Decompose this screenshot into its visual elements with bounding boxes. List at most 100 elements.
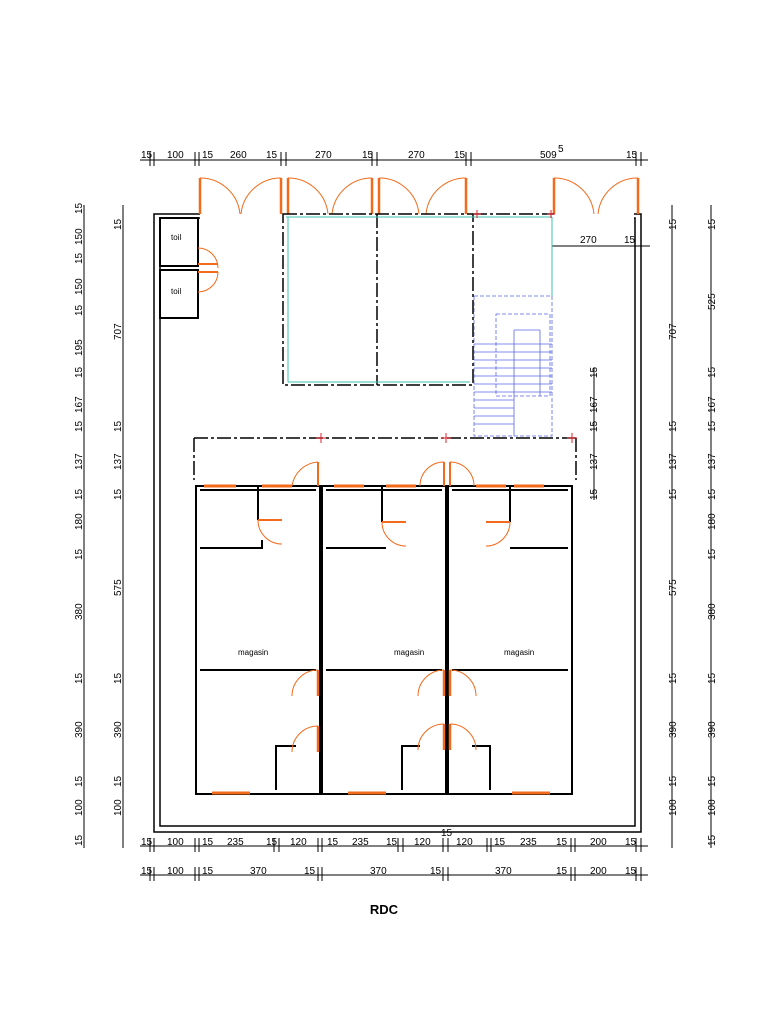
middle-corridor [193, 437, 577, 480]
dim-label: 15 [74, 420, 85, 432]
dim-label: 15 [430, 866, 442, 877]
dim-label: 15 [74, 834, 85, 846]
dim-superscript: 5 [558, 144, 564, 155]
dim-label: 180 [707, 513, 718, 530]
toilet-block [159, 217, 199, 319]
dim-label: 15 [668, 775, 679, 787]
dim-label: 15 [113, 775, 124, 787]
dim-label: 100 [74, 799, 85, 816]
dim-label: 15 [441, 828, 453, 839]
dim-label: 15 [589, 366, 600, 378]
dim-label: 15 [74, 252, 85, 264]
red-markers [316, 210, 577, 443]
dim-label: 15 [113, 672, 124, 684]
entrance-doors [197, 177, 640, 293]
dim-label: 15 [141, 866, 153, 877]
dim-label: 15 [327, 837, 339, 848]
dim-label: 235 [352, 837, 369, 848]
dim-label: 100 [668, 799, 679, 816]
bottom-dimension-labels-2: 15 100 15 370 15 370 15 370 15 200 15 [141, 866, 637, 877]
dim-label: 575 [668, 579, 679, 596]
dim-label: 270 [580, 235, 597, 246]
dim-label: 15 [202, 150, 214, 161]
dim-label: 390 [74, 721, 85, 738]
dim-label: 370 [250, 866, 267, 877]
stair-dimension-labels: 15 167 15 137 15 [589, 366, 600, 500]
dim-label: 15 [589, 488, 600, 500]
toilet-label: toil [171, 233, 181, 242]
vertical-dimension-lines [83, 205, 712, 848]
dim-label: 180 [74, 513, 85, 530]
dim-label: 100 [113, 799, 124, 816]
dim-label: 195 [74, 339, 85, 356]
dim-label: 15 [202, 866, 214, 877]
dim-label: 390 [113, 721, 124, 738]
dim-label: 260 [230, 150, 247, 161]
dim-label: 15 [556, 837, 568, 848]
dim-label: 15 [386, 837, 398, 848]
dim-label: 150 [74, 278, 85, 295]
bottom-dimension-lines [140, 838, 648, 881]
dim-label: 15 [626, 150, 638, 161]
dim-label: 120 [456, 837, 473, 848]
dim-label: 167 [589, 396, 600, 413]
dim-label: 15 [74, 672, 85, 684]
dim-label: 100 [707, 799, 718, 816]
dim-label: 137 [707, 453, 718, 470]
dim-label: 15 [74, 202, 85, 214]
dim-label: 120 [414, 837, 431, 848]
dim-label: 15 [668, 488, 679, 500]
dim-label: 15 [624, 235, 636, 246]
dim-label: 15 [113, 218, 124, 230]
dim-label: 15 [74, 366, 85, 378]
dim-label: 707 [113, 323, 124, 340]
dim-label: 390 [707, 721, 718, 738]
toilet-label: toil [171, 287, 181, 296]
dim-label: 15 [707, 834, 718, 846]
dim-label: 15 [707, 420, 718, 432]
dim-label: 15 [668, 672, 679, 684]
dim-label: 235 [520, 837, 537, 848]
dim-label: 270 [408, 150, 425, 161]
dim-label: 15 [707, 218, 718, 230]
left-mid-labels: 15 707 15 137 15 575 15 390 15 100 [113, 218, 124, 816]
dim-label: 15 [625, 837, 637, 848]
shop-walls [195, 485, 573, 795]
dim-label: 15 [707, 366, 718, 378]
dim-label: 15 [74, 775, 85, 787]
dim-label: 15 [494, 837, 506, 848]
dim-label: 15 [74, 488, 85, 500]
dim-label: 15 [707, 775, 718, 787]
dim-label: 15 [589, 420, 600, 432]
dim-label: 167 [74, 396, 85, 413]
dim-label: 137 [668, 453, 679, 470]
dim-label: 15 [625, 866, 637, 877]
dim-label: 120 [290, 837, 307, 848]
right-outer-labels: 15 525 15 167 15 137 15 180 15 380 15 39… [707, 218, 718, 846]
dim-label: 15 [556, 866, 568, 877]
shop-doors [204, 461, 550, 795]
dim-label: 15 [266, 837, 278, 848]
dim-label: 390 [668, 721, 679, 738]
left-outer-labels: 15 150 15 150 15 195 15 167 15 137 15 18… [74, 202, 85, 846]
staircase [473, 295, 553, 437]
dim-label: 15 [74, 548, 85, 560]
dim-label: 15 [707, 672, 718, 684]
upper-corridor [282, 213, 554, 386]
right-inner-labels: 15 707 15 137 15 575 15 390 15 100 [668, 218, 679, 816]
glass-partition [286, 216, 553, 383]
dim-label: 15 [668, 420, 679, 432]
dim-label: 137 [113, 453, 124, 470]
dim-label: 15 [202, 837, 214, 848]
dim-label: 137 [589, 453, 600, 470]
shop-label: magasin [504, 648, 534, 657]
plan-title: RDC [369, 902, 399, 917]
dim-label: 370 [370, 866, 387, 877]
dim-label: 15 [362, 150, 374, 161]
dim-label: 15 [113, 420, 124, 432]
dim-label: 15 [668, 218, 679, 230]
dim-label: 15 [454, 150, 466, 161]
dim-label: 575 [113, 579, 124, 596]
top-dimension-line [140, 152, 648, 166]
